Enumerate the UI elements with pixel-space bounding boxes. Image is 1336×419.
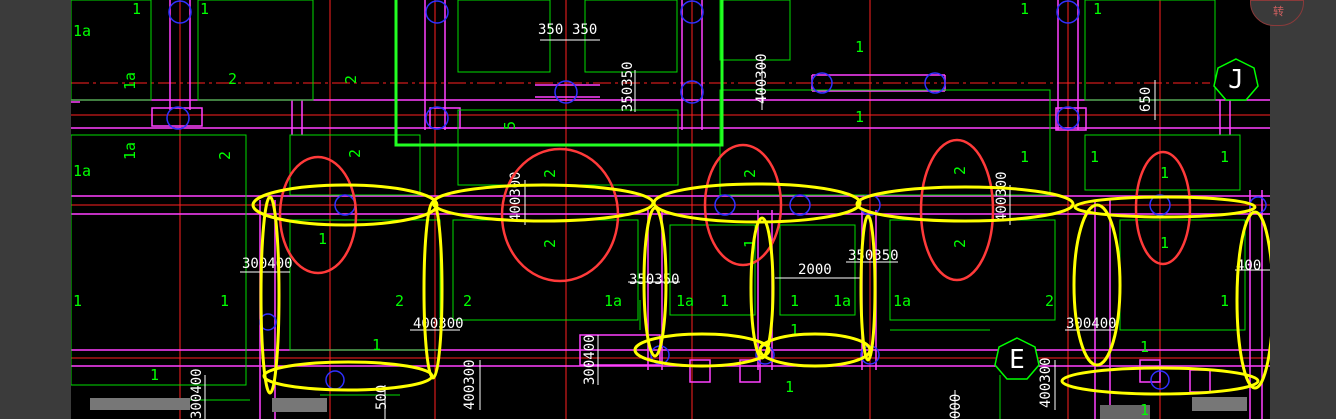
dimension-text: 400300 (994, 171, 1010, 222)
slab-label: 1a (121, 142, 139, 160)
slab-label: 1 (220, 292, 229, 310)
slab-label: 1 (1020, 148, 1029, 166)
slab-label: 1 (1090, 148, 1099, 166)
dimension-text: 400300 (462, 359, 478, 410)
red-markups[interactable] (278, 138, 1192, 283)
slab-label: 1a (73, 162, 91, 180)
dimension-lines (204, 39, 1270, 419)
slab-label: 1 (1220, 292, 1229, 310)
slab-label: 2 (541, 239, 559, 248)
slab-label: 1a (676, 292, 694, 310)
slab-label: 2 (951, 166, 969, 175)
slab-label: 1 (790, 292, 799, 310)
slab-label: 2 (741, 169, 759, 178)
dimension-text: 300400 (582, 334, 598, 385)
slab-label: 1a (604, 292, 622, 310)
axis-bubble-j[interactable]: J (1213, 58, 1259, 101)
slab-label: 2 (463, 292, 472, 310)
slab-label: 1a (73, 22, 91, 40)
corner-badge-text: 转 (1273, 5, 1284, 18)
walls (71, 0, 1246, 419)
slab-label: 2 (342, 75, 360, 84)
slab-label: 1 (785, 378, 794, 396)
slab-label: 1 (1140, 401, 1149, 419)
slab-label: 2 (228, 70, 237, 88)
axis-label-e: E (1009, 345, 1025, 375)
slab-label: 1a (121, 72, 139, 90)
slab-label: 1 (1093, 0, 1102, 18)
dimension-text: 500 (374, 385, 390, 410)
slab-label: 1 (132, 0, 141, 18)
slab-label: 2 (541, 169, 559, 178)
dimension-text: 300400 (1066, 316, 1117, 332)
slab-label: 1a (833, 292, 851, 310)
left-gutter (0, 0, 71, 419)
dimension-text: 350 (538, 22, 563, 38)
slab-label: 1 (1140, 338, 1149, 356)
slab-label: 5 (501, 121, 519, 130)
slab-label: 1 (1220, 148, 1229, 166)
drawing-canvas[interactable]: 1a 1 1 1a 2 2 1a 2 1a 2 5 2 2 1 2 1 2 2 … (71, 0, 1270, 419)
axis-lines (71, 0, 1270, 419)
dimension-text: 350350 (620, 61, 636, 112)
slab-label: 1 (200, 0, 209, 18)
selection-window[interactable] (394, 0, 724, 147)
slab-label: 1 (855, 108, 864, 126)
dimension-text: 2000 (798, 262, 832, 278)
slab-label: 1 (318, 230, 327, 248)
slab-label: 1 (1160, 164, 1169, 182)
dimension-text: 400 (1236, 258, 1261, 274)
slab-label: 1 (720, 292, 729, 310)
axis-label-j: J (1228, 65, 1244, 95)
dimension-text: 000 (948, 394, 964, 419)
slab-label: 1 (73, 292, 82, 310)
hatch-strips (90, 397, 1247, 419)
yellow-markups[interactable] (251, 182, 1270, 396)
slab-label: 2 (951, 239, 969, 248)
slab-label: 1a (893, 292, 911, 310)
axis-bubble-e[interactable]: E (994, 337, 1040, 380)
slab-label: 1 (741, 239, 759, 248)
slab-label: 1 (1020, 0, 1029, 18)
slab-label: 1 (1160, 234, 1169, 252)
slab-label: 1 (790, 321, 799, 339)
right-gutter (1270, 0, 1336, 419)
dimension-text: 400300 (413, 316, 464, 332)
slab-label: 2 (1045, 292, 1054, 310)
dimension-text: 650 (1138, 87, 1154, 112)
dimension-text: 350350 (629, 272, 680, 288)
dimension-text: 300400 (189, 368, 205, 419)
slab-labels: 1a 1 1 1a 2 2 1a 2 1a 2 5 2 2 1 2 1 2 2 … (73, 0, 1229, 419)
plan-drawing[interactable]: 1a 1 1 1a 2 2 1a 2 1a 2 5 2 2 1 2 1 2 2 … (71, 0, 1270, 419)
dimension-text: 400300 (1038, 357, 1054, 408)
slab-label: 1 (855, 38, 864, 56)
dimension-text: 350 (572, 22, 597, 38)
slab-label: 1 (372, 336, 381, 354)
slab-label: 1 (150, 366, 159, 384)
dimension-text: 400300 (754, 53, 770, 104)
dimension-text: 300400 (242, 256, 293, 272)
slab-label: 2 (216, 151, 234, 160)
slab-label: 2 (346, 149, 364, 158)
slab-label: 2 (395, 292, 404, 310)
